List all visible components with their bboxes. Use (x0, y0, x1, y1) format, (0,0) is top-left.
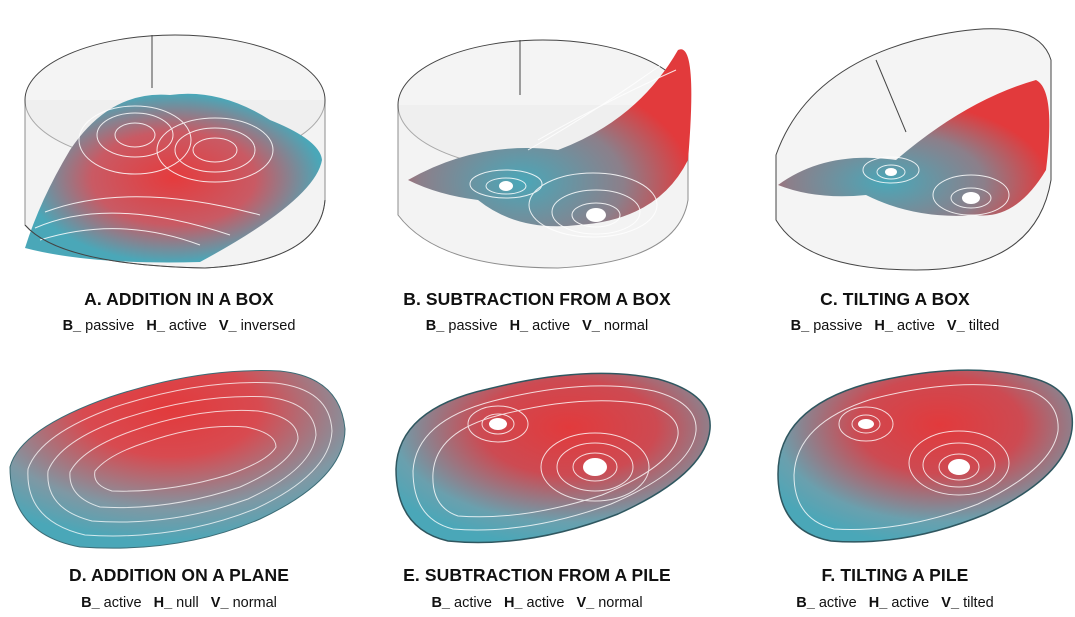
panel-params: B_ passive H_ active V_ normal (425, 318, 649, 334)
panel-c: C. TILTING A BOX B_ passive H_ active V_… (716, 0, 1074, 334)
figure-tilting-a-pile (777, 369, 1074, 543)
panel-title: B. SUBTRACTION FROM A BOX (403, 289, 671, 309)
panel-params: B_ passive H_ active V_ tilted (790, 318, 1000, 334)
panel-d: D. ADDITION ON A PLANE B_ active H_ null… (0, 309, 358, 617)
panel-f: F. TILTING A PILE B_ active H_ active V_… (716, 309, 1074, 617)
figure-subtraction-from-a-pile (395, 372, 711, 544)
panel-title: E. SUBTRACTION FROM A PILE (403, 565, 671, 585)
panel-e: E. SUBTRACTION FROM A PILE B_ active H_ … (358, 309, 716, 617)
panel-b: B. SUBTRACTION FROM A BOX B_ passive H_ … (358, 0, 716, 334)
figure-addition-in-a-box (24, 34, 326, 269)
figure-tilting-a-box (775, 28, 1052, 271)
panel-title: F. TILTING A PILE (821, 565, 969, 585)
panel-title: D. ADDITION ON A PLANE (69, 565, 289, 585)
figure-subtraction-from-a-box (397, 39, 692, 269)
panel-a: A. ADDITION IN A BOX B_ passive H_ activ… (0, 0, 358, 334)
panel-title: C. TILTING A BOX (820, 289, 970, 309)
panel-params: B_ active H_ null V_ normal (81, 595, 277, 611)
panel-params: B_ active H_ active V_ normal (431, 595, 643, 611)
figure-addition-on-a-plane (9, 370, 346, 549)
panel-title: A. ADDITION IN A BOX (84, 289, 274, 309)
panel-params: B_ passive H_ active V_ inversed (62, 318, 296, 334)
panel-params: B_ active H_ active V_ tilted (796, 595, 994, 611)
